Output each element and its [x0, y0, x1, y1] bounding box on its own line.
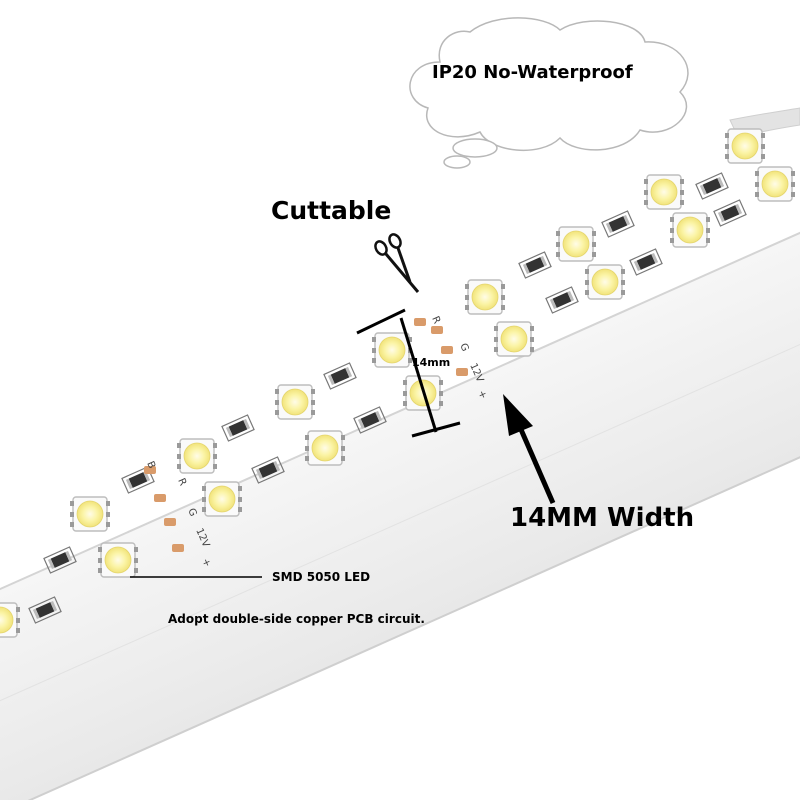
- pad-label-r: R: [175, 477, 188, 488]
- scissors-icon: [374, 233, 420, 293]
- pad-label-b: B: [144, 460, 157, 471]
- smd-led: [669, 212, 711, 248]
- width-title: 14MM Width: [510, 503, 695, 533]
- pad-label-g: G: [457, 342, 470, 354]
- smd-led: [97, 542, 139, 578]
- smd-led: [464, 279, 506, 315]
- width-bracket: [356, 308, 461, 438]
- smd-led: [643, 174, 685, 210]
- pcb-description: Adopt double-side copper PCB circuit.: [168, 612, 425, 626]
- smd-led: [201, 481, 243, 517]
- smd-led: [176, 438, 218, 474]
- pad-label-plus: +: [475, 389, 488, 401]
- pad-markings: B R G 12V + R G 12V +: [144, 315, 488, 569]
- arrow-icon: [503, 394, 556, 504]
- cuttable-title: Cuttable: [271, 196, 392, 225]
- dimension-label: 14mm: [412, 356, 451, 369]
- pad-label-r: R: [429, 315, 442, 326]
- smd-led: [69, 496, 111, 532]
- smd-led: [754, 166, 796, 202]
- smd-led: [304, 430, 346, 466]
- led-type-label: SMD 5050 LED: [272, 570, 371, 584]
- pad-label-plus: +: [199, 557, 212, 569]
- smd-led: [724, 128, 766, 164]
- smd-led: [0, 602, 21, 638]
- smd-led: [493, 321, 535, 357]
- smd-led: [584, 264, 626, 300]
- smd-led: [274, 384, 316, 420]
- pad-label-g: G: [185, 507, 198, 519]
- waterproof-rating-text: IP20 No-Waterproof: [432, 62, 633, 83]
- thought-cloud: [409, 17, 689, 169]
- smd-led: [555, 226, 597, 262]
